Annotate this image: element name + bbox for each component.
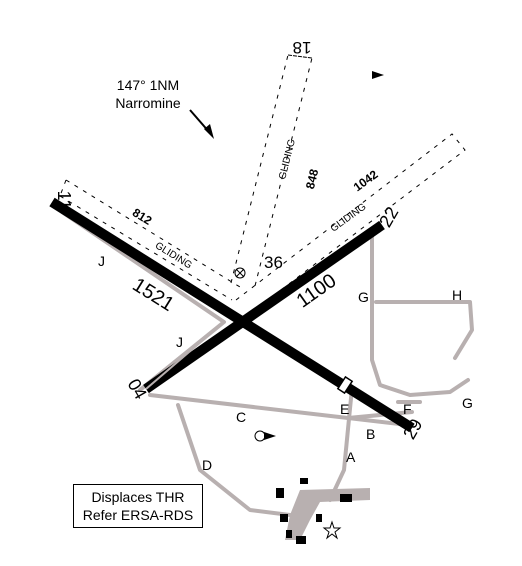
star-icon: [322, 520, 342, 540]
direction-place: Narromine: [115, 95, 181, 111]
taxiway-label: D: [202, 457, 212, 473]
strip-length-label: 1042: [351, 167, 381, 194]
taxiway-label: J: [98, 253, 105, 269]
taxiway-h: [374, 300, 474, 360]
runway-11-29: [49, 197, 415, 433]
taxiway-label: A: [346, 449, 356, 465]
taxiway-label: G: [462, 395, 473, 411]
wind-direction-indicator-icon: [234, 267, 246, 279]
direction-note: 147° 1NM Narromine: [108, 76, 188, 112]
taxiway-label: H: [452, 287, 462, 303]
apron-buildings: [276, 478, 352, 544]
runway-end-label: 36: [264, 253, 283, 272]
gliding-strip-east: [235, 133, 466, 313]
gliding-strip-north: [230, 54, 313, 287]
gliding-label: GLIDING: [329, 201, 369, 234]
runway-end-label: 18: [293, 38, 312, 57]
taxiway-g-north: [370, 234, 470, 397]
runway-end-label: 11: [54, 191, 74, 210]
taxiway-label: B: [366, 426, 375, 442]
taxiway-label: C: [236, 409, 246, 425]
taxiway-label: E: [340, 401, 349, 417]
taxiway-labels: J J C D E B A F G G H: [98, 253, 473, 473]
runway-04-22: [143, 220, 385, 394]
runways: [49, 197, 415, 433]
direction-distance: 147° 1NM: [116, 77, 180, 93]
direction-arrow-icon: [189, 109, 214, 139]
notice-line-2: Refer ERSA-RDS: [82, 507, 194, 523]
apron: [285, 488, 370, 540]
notice-line-1: Displaces THR: [91, 489, 185, 505]
taxiway-label: J: [176, 334, 183, 350]
gliding-strip-west: [59, 179, 241, 301]
displaced-threshold-notice: Displaces THR Refer ERSA-RDS: [73, 484, 203, 528]
displaced-threshold-marker: [336, 375, 354, 395]
beacon-icon: [254, 430, 276, 442]
runway-end-label: 04: [124, 375, 151, 402]
strip-length-label: 812: [130, 205, 155, 228]
taxiway-label: G: [358, 289, 369, 305]
strip-length-label: 848: [303, 167, 322, 190]
gliding-label: GLIDING: [277, 138, 298, 181]
taxiway-d: [176, 403, 292, 517]
windsock-arrow-icon: [372, 71, 384, 79]
taxiway-label: F: [403, 401, 412, 417]
